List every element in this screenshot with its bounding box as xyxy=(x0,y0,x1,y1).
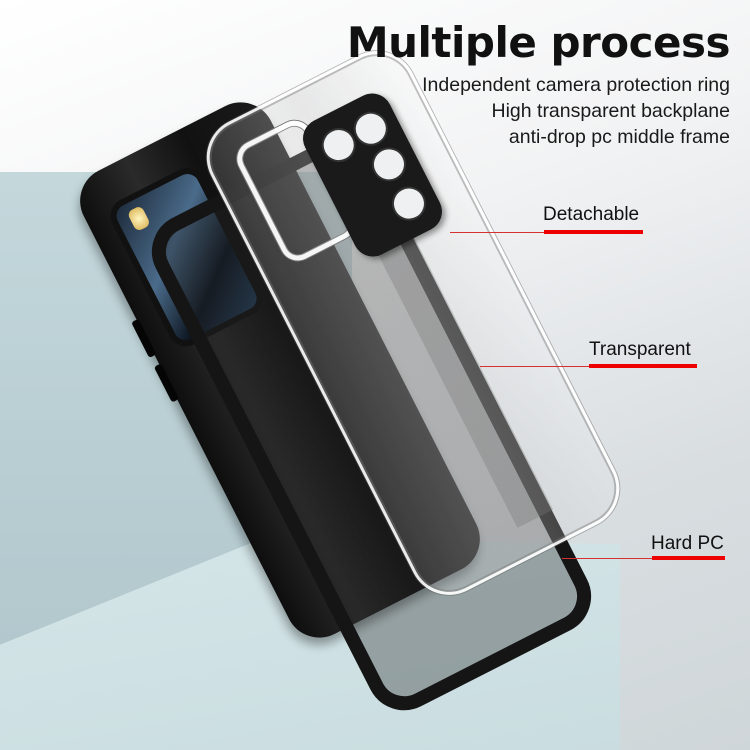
feature-item: Independent camera protection ring xyxy=(422,74,730,96)
label-underline xyxy=(652,556,725,560)
feature-item: High transparent backplane xyxy=(491,100,731,122)
leader-line xyxy=(450,232,545,233)
callout-label: Hard PC xyxy=(651,533,724,554)
lens-hole-icon xyxy=(386,180,432,227)
label-underline xyxy=(589,364,697,368)
leader-line xyxy=(562,558,654,559)
backplane-reflection xyxy=(363,206,554,528)
callout-label: Transparent xyxy=(589,339,691,360)
side-button xyxy=(153,363,180,403)
label-underline xyxy=(544,230,643,234)
side-button xyxy=(131,318,157,359)
headline: Multiple process xyxy=(346,18,731,67)
callout-label: Detachable xyxy=(543,204,640,225)
lens-hole-icon xyxy=(366,141,412,188)
feature-item: anti-drop pc middle frame xyxy=(508,126,730,148)
feature-list: Independent camera protection ring High … xyxy=(422,72,730,150)
leader-line xyxy=(480,366,590,367)
